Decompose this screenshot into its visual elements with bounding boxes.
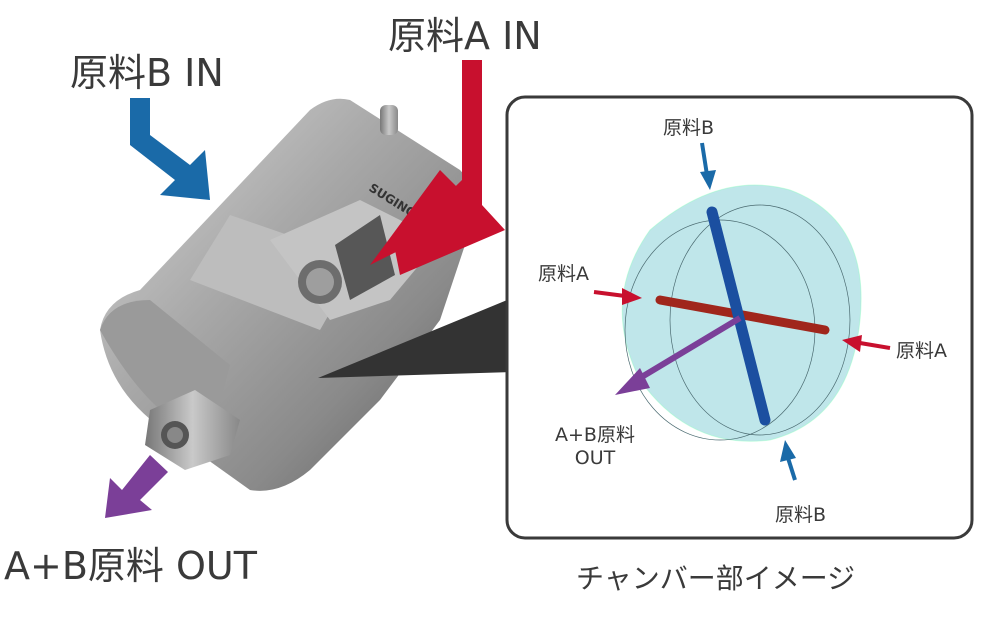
mixed-out-arrow [105,455,168,518]
chamber-mixed-out-line1: A+B原料 [555,424,635,446]
mixed-out-label: A+B原料 OUT [4,544,257,588]
material-b-in-label: 原料B IN [70,51,224,95]
chamber-material-b-top: 原料B [663,117,715,139]
material-a-in-label: 原料A IN [388,14,542,58]
chamber-material-b-bottom: 原料B [775,504,827,526]
chamber-illustration [615,184,862,442]
chamber-mixed-out: A+B原料 OUT [555,420,635,469]
material-a-arrow [380,60,505,275]
chamber-material-a-left: 原料A [538,263,589,285]
chamber-material-a-right: 原料A [896,340,947,362]
material-b-arrow [130,98,210,200]
chamber-arrows [593,142,891,481]
chamber-mixed-out-line2: OUT [574,447,616,469]
callout-pointer [318,298,512,378]
chamber-caption: チャンバー部イメージ [576,562,856,595]
